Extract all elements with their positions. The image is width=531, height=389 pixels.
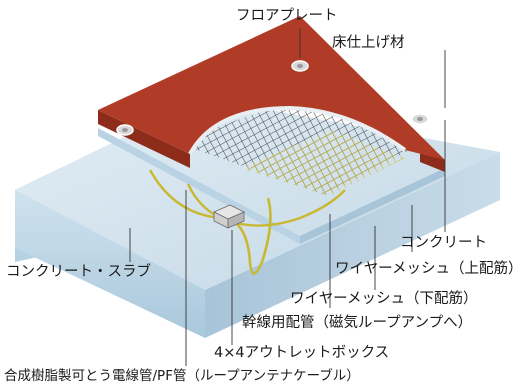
cable-to-box xyxy=(148,169,223,220)
label-floor-plate: フロアプレート xyxy=(236,8,338,24)
trunk-conduit xyxy=(231,197,272,275)
slab-left-face xyxy=(15,190,205,338)
floor-finish-side-left xyxy=(98,110,190,168)
label-outlet-box: 4×4アウトレットボックス xyxy=(214,345,390,361)
label-floor-finish: 床仕上げ材 xyxy=(332,35,405,51)
topping-edge-left xyxy=(98,128,300,244)
floor-finish-top xyxy=(98,16,445,160)
slab-right-face xyxy=(205,152,500,338)
floor-finish-curl xyxy=(188,105,407,155)
floor-plate-icons xyxy=(116,60,429,136)
floor-finish-side-right xyxy=(420,150,445,172)
label-wire-mesh-upper: ワイヤーメッシュ（上配筋） xyxy=(335,261,523,277)
label-concrete: コンクリート xyxy=(400,235,487,251)
label-trunk-conduit: 幹線用配管（磁気ループアンプへ） xyxy=(242,315,473,331)
wire-mesh-upper xyxy=(240,130,405,196)
loop-antenna-cable xyxy=(186,183,346,227)
label-pf-conduit: 合成樹脂製可とう電線管/PF管（ループアンテナケーブル） xyxy=(4,368,360,384)
leader-lines xyxy=(129,28,446,366)
label-wire-mesh-lower: ワイヤーメッシュ（下配筋） xyxy=(290,291,478,307)
label-concrete-slab: コンクリート・スラブ xyxy=(6,264,151,280)
topping-edge-right xyxy=(300,168,445,244)
outlet-box-icon xyxy=(213,204,245,229)
